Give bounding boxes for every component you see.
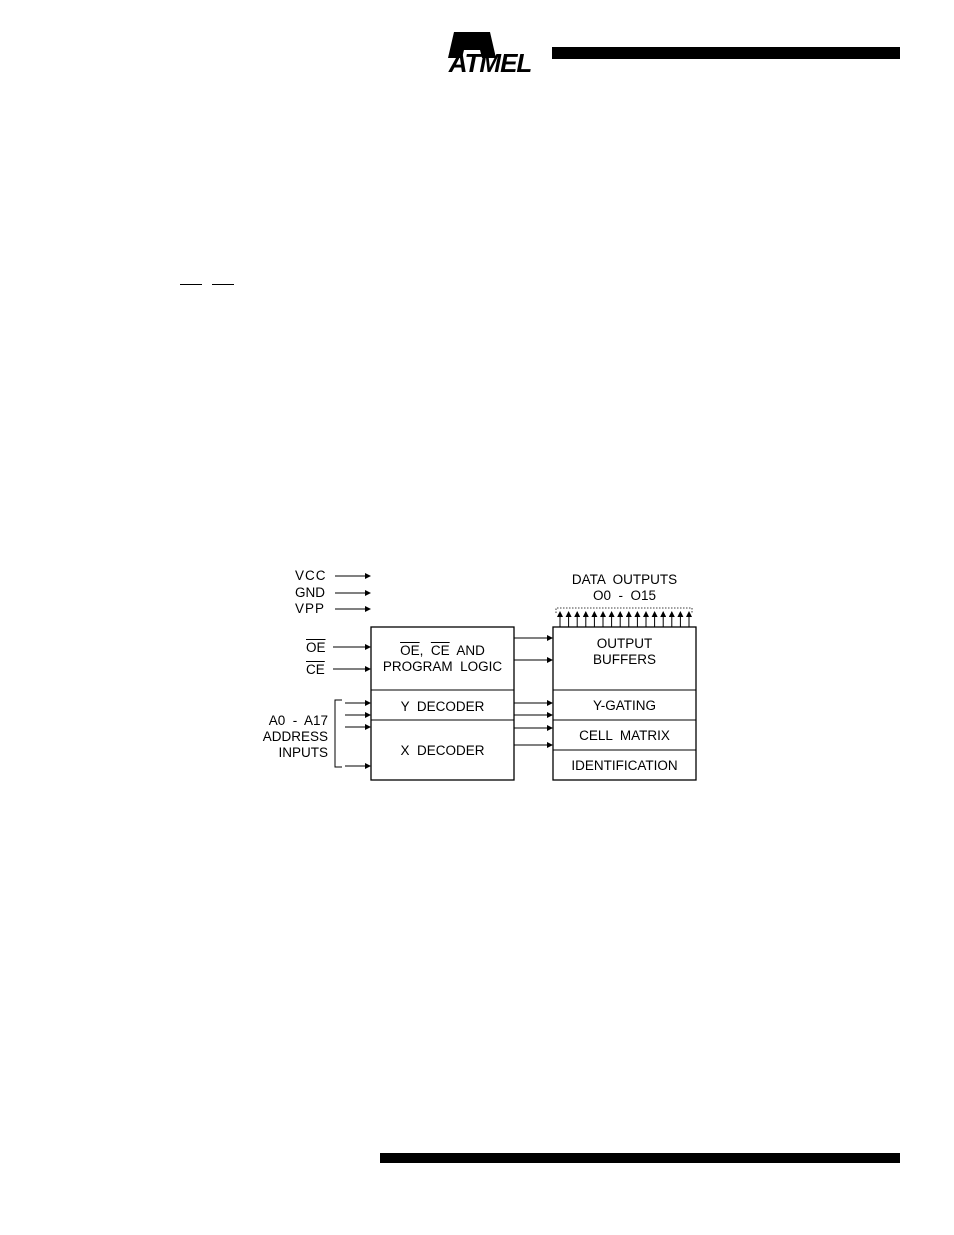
- logic-sep-text: ,: [419, 643, 424, 658]
- header-rule: [552, 47, 900, 59]
- data-outputs-line1: DATA OUTPUTS: [571, 572, 678, 587]
- overbar-fragment-oe: [180, 284, 202, 285]
- atmel-logo-mark: ATMEL: [448, 32, 532, 78]
- program-logic-label: OE, CE AND PROGRAM LOGIC: [371, 643, 514, 675]
- program-logic-line1: OE, CE AND: [371, 643, 514, 659]
- identification-label: IDENTIFICATION: [571, 758, 678, 773]
- gnd-label: GND: [295, 585, 325, 600]
- data-output-bracket: [555, 607, 693, 613]
- data-outputs-line2: O0 - O15: [592, 588, 657, 603]
- block-diagram: VCC GND VPP OE CE A0 - A17 ADDRESS INPUT…: [240, 560, 710, 790]
- logic-and-text: AND: [456, 643, 485, 658]
- address-bracket: [334, 699, 342, 768]
- oe-pin-label: OE: [306, 640, 326, 655]
- data-outputs-label: DATA OUTPUTS O0 - O15: [553, 572, 696, 604]
- output-buffers-line2: BUFFERS: [592, 652, 656, 667]
- data-output-arrows: [557, 611, 692, 627]
- vpp-label: VPP: [295, 601, 326, 616]
- address-label: A0 - A17 ADDRESS INPUTS: [252, 713, 328, 761]
- vcc-label: VCC: [295, 568, 327, 583]
- inputs-text: INPUTS: [278, 745, 328, 760]
- block-diagram-lines: [333, 573, 697, 781]
- footer-rule: [380, 1153, 900, 1163]
- address-range: A0 - A17: [268, 713, 328, 728]
- y-gating-label: Y-GATING: [592, 698, 656, 713]
- logic-ce-text: CE: [430, 643, 450, 658]
- program-logic-line2: PROGRAM LOGIC: [382, 659, 503, 674]
- cell-matrix-label: CELL MATRIX: [579, 728, 670, 743]
- output-buffers-label: OUTPUT BUFFERS: [553, 636, 696, 668]
- ce-pin-label: CE: [306, 662, 325, 677]
- output-matrix-block: [552, 626, 697, 781]
- x-decoder-label: X DECODER: [400, 743, 485, 758]
- svg-text:ATMEL: ATMEL: [448, 48, 532, 78]
- atmel-logo: ATMEL: [440, 28, 540, 78]
- logic-oe-text: OE: [400, 643, 420, 658]
- address-text: ADDRESS: [262, 729, 328, 744]
- y-decoder-label: Y DECODER: [400, 699, 485, 714]
- output-buffers-line1: OUTPUT: [596, 636, 653, 651]
- overbar-fragment-ce: [212, 284, 234, 285]
